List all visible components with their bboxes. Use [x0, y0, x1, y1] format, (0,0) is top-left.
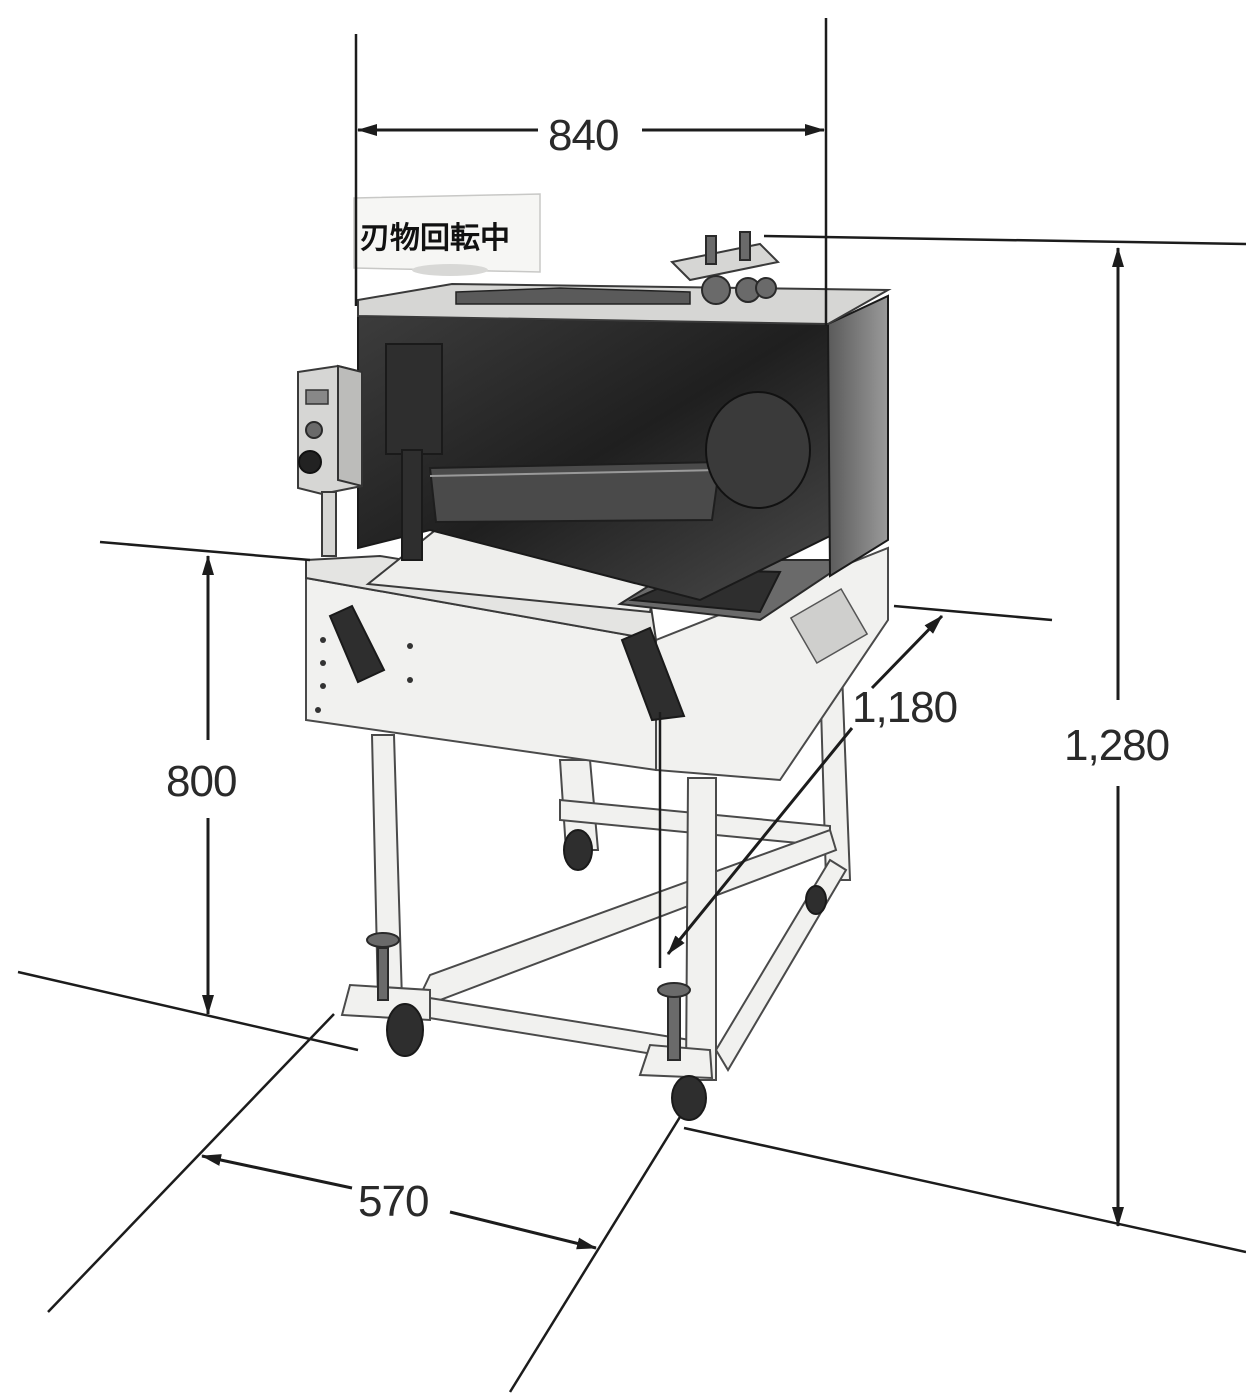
dimension-depth: 1,180 — [658, 604, 1053, 968]
width-label: 840 — [548, 111, 618, 160]
warning-sign: 刃物回転中 — [353, 193, 541, 276]
casters — [366, 829, 827, 1121]
table-height-label: 800 — [166, 757, 236, 806]
floor-lines — [17, 970, 1246, 1393]
cabinet-bolts — [315, 637, 413, 713]
depth-label: 1,180 — [852, 683, 957, 732]
sign-label: 刃物回転中 — [360, 221, 510, 256]
machine-illustration: 刃物回転中 — [297, 193, 892, 1121]
dimension-frame-width: 570 — [201, 1154, 597, 1250]
dimension-total-height: 1,280 — [763, 234, 1246, 1227]
control-box — [297, 364, 363, 557]
total-height-label: 1,280 — [1064, 721, 1169, 770]
blade-adjuster — [669, 231, 781, 305]
upper-housing — [357, 282, 892, 602]
dimension-table-height: 800 — [99, 540, 311, 1015]
lower-cabinet — [305, 546, 889, 782]
stand-frame — [340, 671, 852, 1081]
frame-width-label: 570 — [358, 1177, 428, 1226]
dimension-width: 840 — [354, 18, 828, 326]
